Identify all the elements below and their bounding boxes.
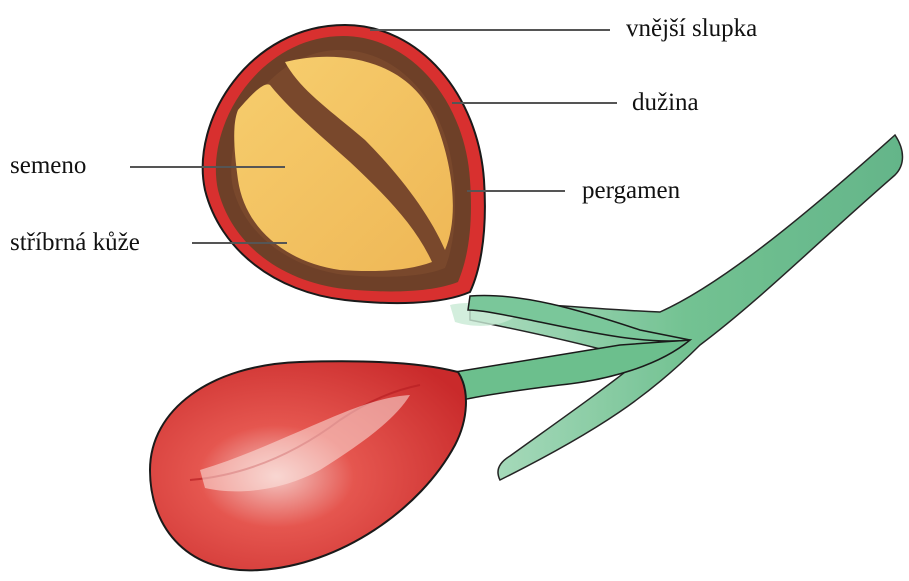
leader-pulp <box>452 102 617 104</box>
label-silver-skin: stříbrná kůže <box>10 228 140 258</box>
label-parchment: pergamen <box>582 176 680 206</box>
label-seed: semeno <box>10 151 86 181</box>
leader-silver-skin <box>192 242 287 244</box>
label-outer-skin: vnější slupka <box>626 14 757 44</box>
label-pulp: dužina <box>632 88 699 118</box>
leader-seed <box>130 166 285 168</box>
leader-outer-skin <box>370 29 610 31</box>
leader-parchment <box>467 190 565 192</box>
